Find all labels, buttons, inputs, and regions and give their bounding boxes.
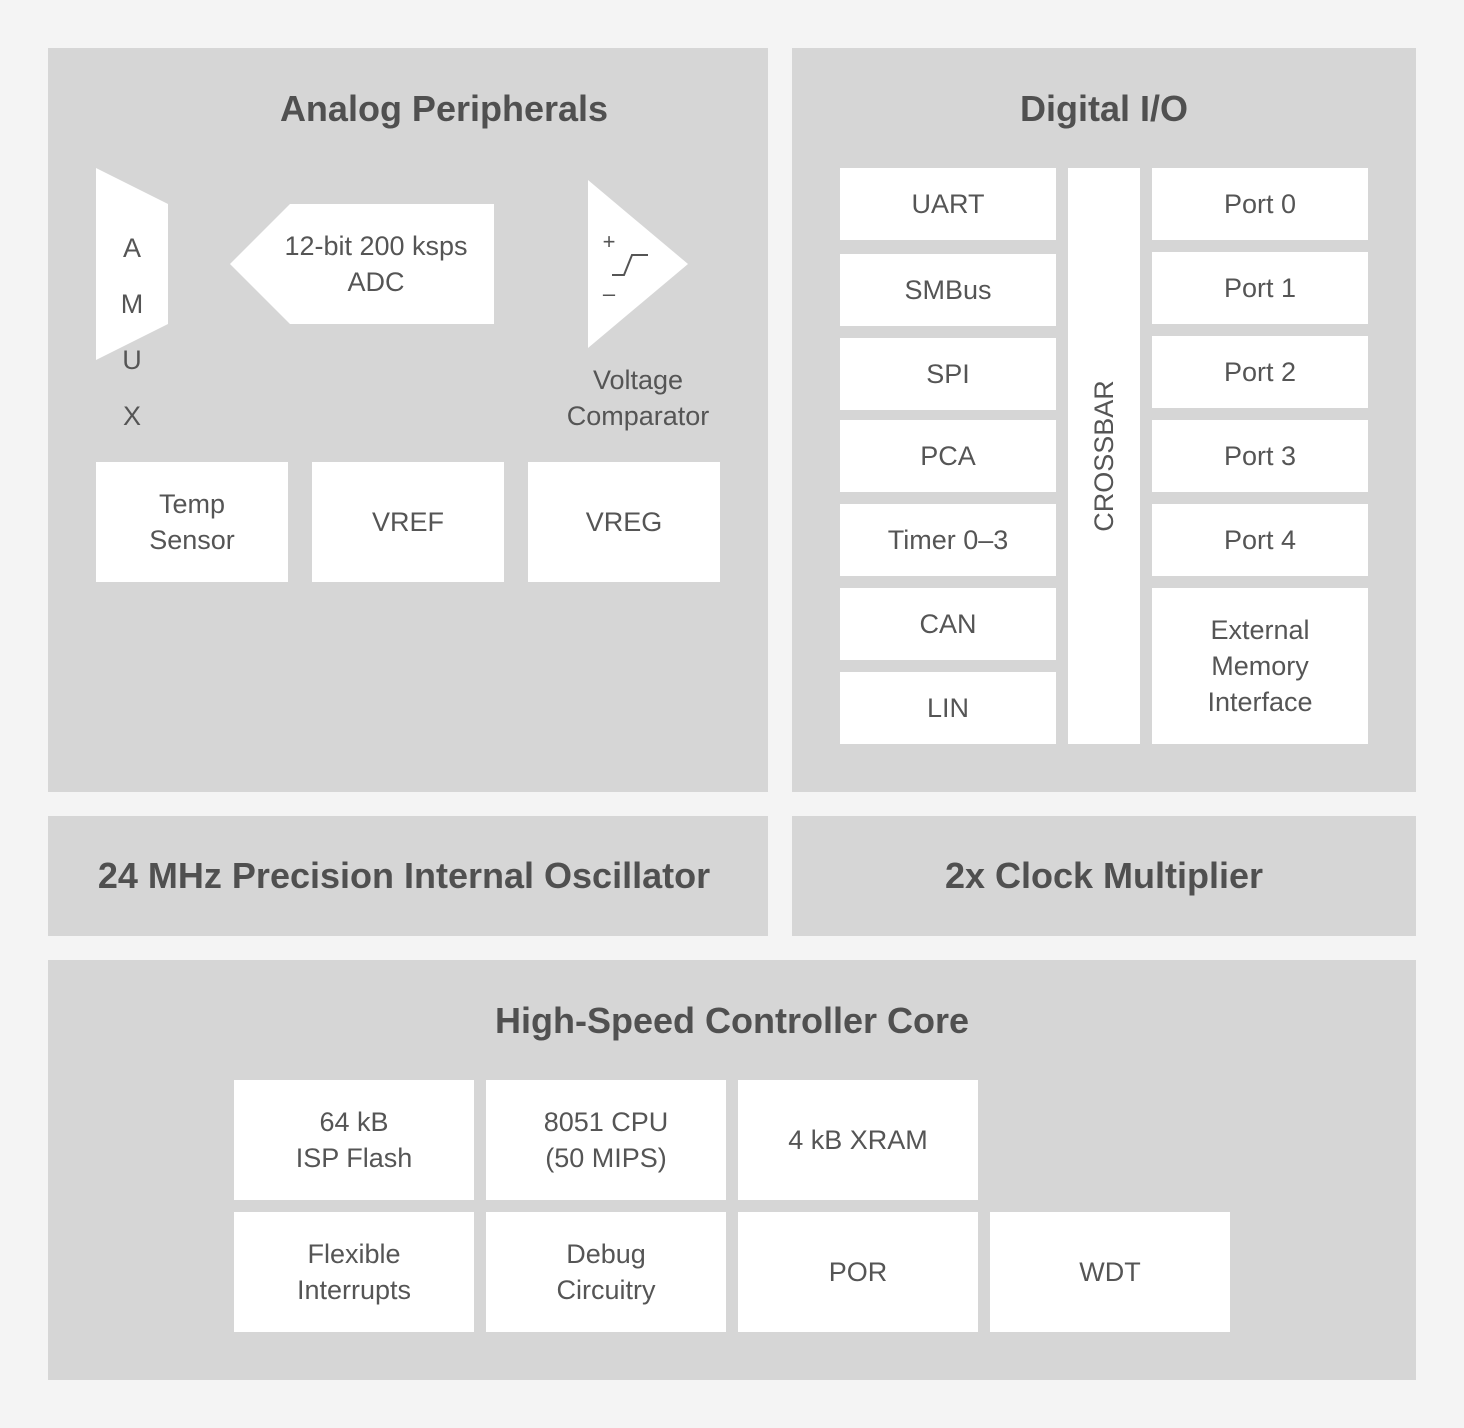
debug-block: Debug Circuitry — [486, 1212, 726, 1332]
external-memory-interface-block: External Memory Interface — [1152, 588, 1368, 744]
comparator-plus: + — [602, 229, 616, 254]
amux-letter: M — [120, 289, 144, 319]
xram-block: 4 kB XRAM — [738, 1080, 978, 1200]
analog-peripherals-title: Analog Peripherals — [279, 88, 609, 129]
amux-letter: A — [122, 233, 141, 263]
port3-block: Port 3 — [1152, 420, 1368, 492]
oscillator-panel: 24 MHz Precision Internal Oscillator — [48, 816, 768, 936]
adc-shape — [230, 204, 494, 324]
smbus-block: SMBus — [840, 254, 1056, 326]
clock-multiplier-panel: 2x Clock Multiplier — [792, 816, 1416, 936]
port2-block: Port 2 — [1152, 336, 1368, 408]
crossbar-label: CROSSBAR — [1089, 380, 1120, 532]
spi-block: SPI — [840, 338, 1056, 410]
cpu-block: 8051 CPU (50 MIPS) — [486, 1080, 726, 1200]
comparator-label: Voltage Comparator — [566, 365, 710, 431]
amux-shape — [96, 168, 168, 360]
controller-core-title: High-Speed Controller Core — [494, 1000, 970, 1041]
amux-letter: U — [122, 345, 142, 375]
vref-block: VREF — [312, 462, 504, 582]
temp-sensor-block: Temp Sensor — [96, 462, 288, 582]
timer-block: Timer 0–3 — [840, 504, 1056, 576]
analog-peripherals-panel: Analog Peripherals — [48, 48, 768, 792]
amux-label: A M U X — [96, 206, 168, 458]
port0-block: Port 0 — [1152, 168, 1368, 240]
amux-letter: X — [122, 401, 141, 431]
vreg-block: VREG — [528, 462, 720, 582]
port1-block: Port 1 — [1152, 252, 1368, 324]
can-block: CAN — [840, 588, 1056, 660]
comparator-minus: – — [602, 281, 616, 306]
adc-label: 12-bit 200 ksps ADC — [284, 231, 468, 297]
interrupts-block: Flexible Interrupts — [234, 1212, 474, 1332]
crossbar-block: CROSSBAR — [1068, 168, 1140, 744]
wdt-block: WDT — [990, 1212, 1230, 1332]
isp-flash-block: 64 kB ISP Flash — [234, 1080, 474, 1200]
por-block: POR — [738, 1212, 978, 1332]
uart-block: UART — [840, 168, 1056, 240]
hysteresis-icon — [612, 254, 648, 276]
oscillator-title: 24 MHz Precision Internal Oscillator — [97, 855, 711, 896]
pca-block: PCA — [840, 420, 1056, 492]
comparator-shape — [588, 180, 688, 348]
clock-multiplier-title: 2x Clock Multiplier — [944, 855, 1264, 896]
port4-block: Port 4 — [1152, 504, 1368, 576]
digital-io-title: Digital I/O — [1019, 88, 1188, 129]
lin-block: LIN — [840, 672, 1056, 744]
